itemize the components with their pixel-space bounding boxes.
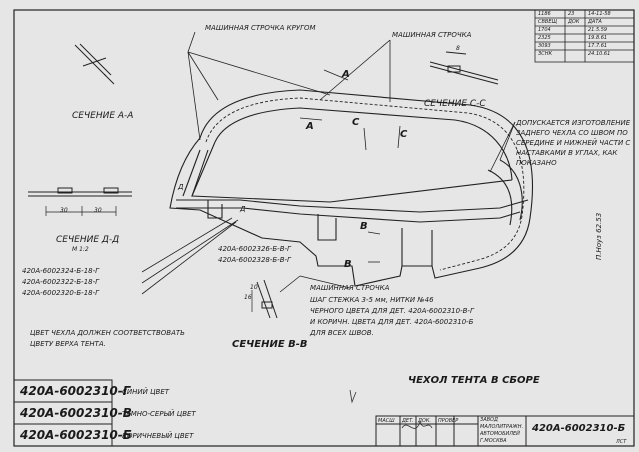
variant-code-3: 420А-6002310-Б xyxy=(20,428,132,442)
tb-header-part: ДЕТ. xyxy=(402,418,414,424)
marker-c-right: C xyxy=(400,129,408,140)
dim-30-right: 30 xyxy=(94,207,102,214)
note-right-1: ДОПУСКАЕТСЯ ИЗГОТОВЛЕНИЕ xyxy=(516,119,631,127)
section-dd-scale: М 1:2 xyxy=(72,246,89,253)
rev-r5-c2: 24.10.61 xyxy=(588,51,611,57)
stitch-label-bottom: МАШИННАЯ СТРОЧКА xyxy=(310,284,390,292)
part-ref-3: 420А-6002320-Б-18-Г xyxy=(22,289,100,297)
rev-r1-c1: ДОК xyxy=(568,19,580,25)
color-note-2: ЦВЕТУ ВЕРХА ТЕНТА. xyxy=(30,340,106,348)
dim-16: 16 xyxy=(244,294,252,301)
marker-d-right: Д xyxy=(240,205,246,213)
stitch-note-4: ДЛЯ ВСЕХ ШВОВ. xyxy=(310,329,374,337)
tb-header-scale: МАСШ xyxy=(378,418,395,424)
side-signature: П.Ноуз 62.53 xyxy=(595,212,603,260)
dim-8: 8 xyxy=(456,45,460,52)
rev-r3-c0: 2325 xyxy=(538,35,551,41)
tb-drawing-number: 420А-6002310-Б xyxy=(532,423,626,434)
marker-a-bottom: A xyxy=(306,121,314,132)
dim-10: 10 xyxy=(250,284,258,291)
section-bb-title: СЕЧЕНИЕ В-В xyxy=(232,339,308,350)
rev-r2-c2: 21.5.59 xyxy=(588,27,608,33)
stitch-note-2: ЧЕРНОГО ЦВЕТА ДЛЯ ДЕТ. 420А-6002310-В-Г xyxy=(310,307,474,315)
variant-code-2: 420А-6002310-В xyxy=(20,406,132,420)
section-aa-title: СЕЧЕНИЕ А-А xyxy=(72,111,134,121)
variant-color-1: СИНИЙ ЦВЕТ xyxy=(122,388,170,396)
tb-org-3: АВТОМОБИЛЕЙ xyxy=(480,431,520,437)
marker-d-left: Д xyxy=(178,183,184,191)
note-right-2: ЗАДНЕГО ЧЕХЛА СО ШВОМ ПО xyxy=(516,129,628,137)
tb-header-doc: ДОК. xyxy=(418,418,431,424)
variant-color-3: КОРИЧНЕВЫЙ ЦВЕТ xyxy=(122,432,194,440)
dim-30-left: 30 xyxy=(60,207,68,214)
note-right-5: ПОКАЗАНО xyxy=(516,159,557,167)
rev-r2-c0: 1704 xyxy=(538,27,551,33)
stitch-note-3: И КОРИЧН. ЦВЕТА ДЛЯ ДЕТ. 420А-6002310-Б xyxy=(310,318,474,326)
rev-r1-c2: ДАТА xyxy=(588,19,602,25)
rev-r0-c2: 14-11-58 xyxy=(588,11,611,17)
rev-r4-c2: 17.7.61 xyxy=(588,43,608,49)
rev-r0-c0: 1186 xyxy=(538,11,551,17)
color-note-1: ЦВЕТ ЧЕХЛА ДОЛЖЕН СООТВЕТСТВОВАТЬ xyxy=(30,329,185,337)
rev-r0-c1: 23 xyxy=(568,11,575,17)
tb-sheet: ЛСТ xyxy=(616,439,627,445)
part-ref-1: 420А-6002324-Б-18-Г xyxy=(22,267,100,275)
marker-b-top: B xyxy=(360,221,368,232)
rev-r5-c0: ЗСНК xyxy=(538,51,553,57)
overlay-ref-2: 420А-6002328-Б-В-Г xyxy=(218,256,291,264)
marker-b-bottom: B xyxy=(344,259,352,270)
rev-r3-c2: 19.8.61 xyxy=(588,35,608,41)
stitch-label-top: МАШИННАЯ СТРОЧКА xyxy=(392,31,472,39)
section-cc-title: СЕЧЕНИЕ С-С xyxy=(424,99,486,109)
variant-color-2: ТЕМНО-СЕРЫЙ ЦВЕТ xyxy=(122,410,196,418)
note-right-3: СЕРЕДИНЕ И НИЖНЕЙ ЧАСТИ С xyxy=(516,139,631,147)
drawing-title: ЧЕХОЛ ТЕНТА В СБОРЕ xyxy=(408,375,540,386)
marker-c-left: C xyxy=(352,117,360,128)
tb-org-1: ЗАВОД xyxy=(480,417,498,423)
tb-org-4: Г.МОСКВА xyxy=(480,438,507,444)
section-dd-title: СЕЧЕНИЕ Д-Д xyxy=(56,235,120,245)
tb-header-check: ПРОВЕР xyxy=(438,418,459,424)
note-right-4: НАСТАВКАМИ В УГЛАХ, КАК xyxy=(516,149,618,157)
tb-org-2: МАЛОЛИТРАЖН. xyxy=(480,424,524,430)
part-ref-2: 420А-6002322-Б-18-Г xyxy=(22,278,100,286)
overlay-ref-1: 420А-6002326-Б-В-Г xyxy=(218,245,291,253)
stitch-around-label: МАШИННАЯ СТРОЧКА КРУГОМ xyxy=(205,24,316,32)
rev-r1-c0: СВВЕЩ xyxy=(538,19,557,25)
variant-code-1: 420А-6002310-Г xyxy=(20,384,131,398)
rev-r4-c0: 3093 xyxy=(538,43,551,49)
stitch-note-1: ШАГ СТЕЖКА 3-5 мм, НИТКИ №46 xyxy=(310,296,434,304)
marker-a-top: A xyxy=(342,69,350,80)
